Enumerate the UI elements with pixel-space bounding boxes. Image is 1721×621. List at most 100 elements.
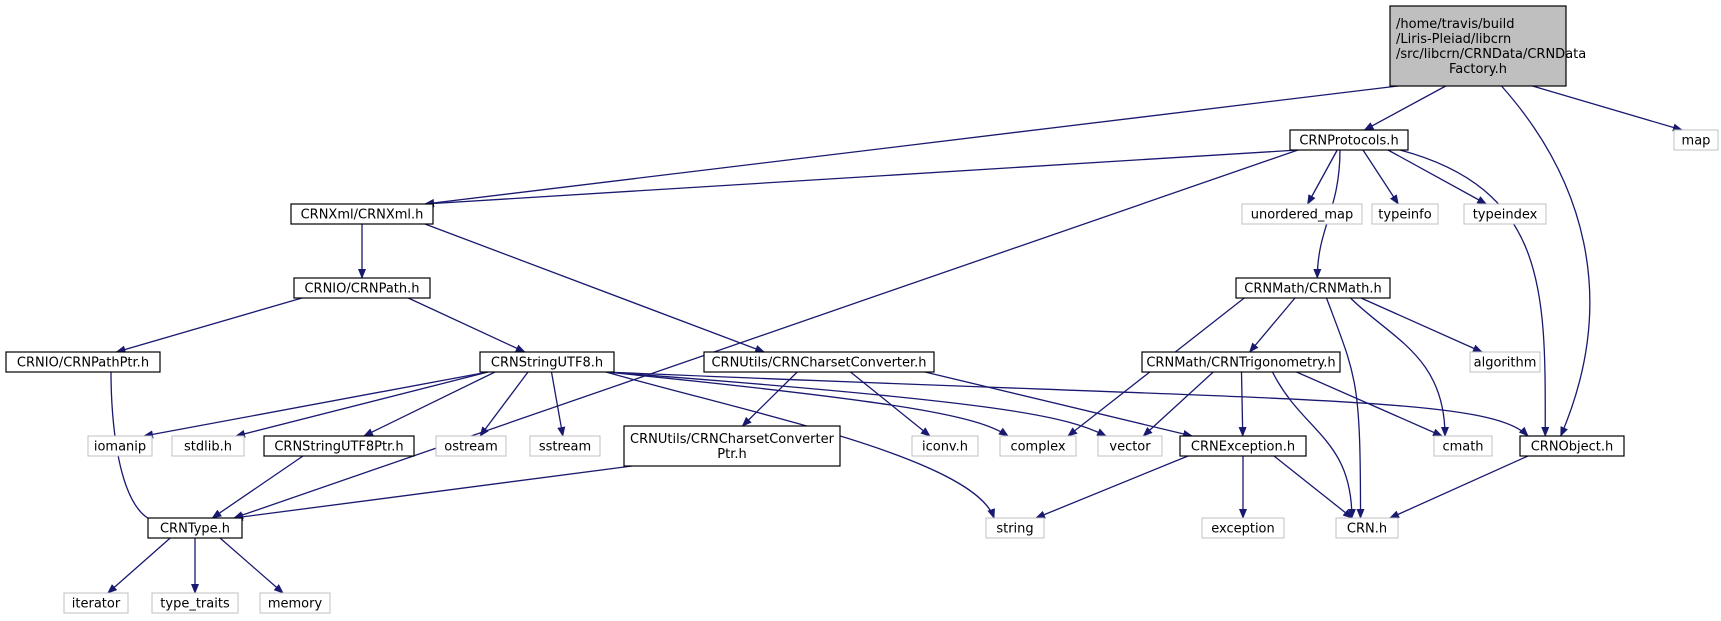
edge-utf8-to-sstream: [550, 371, 566, 437]
node-box: [1519, 435, 1625, 457]
node-label: exception: [1211, 522, 1275, 537]
edge-utf8-to-vector: [605, 371, 1107, 437]
node-exception-h[interactable]: CRNException.h: [1179, 435, 1307, 457]
node-label: CRNStringUTF8.h: [491, 356, 603, 371]
node-label: /Liris-Pleiad/libcrn: [1396, 32, 1511, 47]
node-stdlib: stdlib.h: [171, 435, 245, 457]
edge-protocols-to-type: [233, 149, 1299, 519]
edge-root-to-object: [1501, 85, 1591, 437]
node-box: [1141, 351, 1341, 373]
edge-charsetptr-to-type: [233, 465, 633, 521]
node-type[interactable]: CRNType.h: [147, 517, 243, 539]
node-box: [623, 425, 841, 467]
node-xml[interactable]: CRNXml/CRNXml.h: [290, 203, 434, 225]
node-box: [1389, 5, 1567, 87]
edge-type-to-iterator: [107, 537, 171, 594]
node-label: CRNUtils/CRNCharsetConverter: [630, 432, 835, 447]
node-pathptr[interactable]: CRNIO/CRNPathPtr.h: [5, 351, 161, 373]
node-label: memory: [268, 597, 323, 612]
node-label: iomanip: [94, 440, 146, 455]
node-utf8ptr[interactable]: CRNStringUTF8Ptr.h: [263, 435, 415, 457]
node-label: iterator: [72, 597, 121, 612]
edge-trigo-to-crn: [1271, 371, 1356, 519]
node-box: [151, 592, 239, 614]
edge-utf8-to-complex: [605, 371, 1009, 437]
node-label: algorithm: [1474, 356, 1537, 371]
node-label: /home/travis/build: [1396, 17, 1514, 32]
node-label: CRNXml/CRNXml.h: [301, 208, 424, 223]
node-math[interactable]: CRNMath/CRNMath.h: [1235, 277, 1391, 299]
node-label: iconv.h: [922, 440, 968, 455]
node-label: CRNType.h: [160, 522, 230, 537]
node-box: [479, 351, 615, 373]
node-typeindex: typeindex: [1463, 203, 1547, 225]
edge-protocols-to-object: [1399, 149, 1550, 437]
node-root[interactable]: /home/travis/build/Liris-Pleiad/libcrn/s…: [1389, 5, 1586, 87]
edge-exception_h-to-crn: [1273, 455, 1353, 519]
node-label: type_traits: [160, 597, 230, 612]
node-box: [911, 435, 979, 457]
edge-utf8-to-utf8ptr: [363, 371, 496, 437]
node-object[interactable]: CRNObject.h: [1519, 435, 1625, 457]
node-box: [1097, 435, 1163, 457]
node-box: [529, 435, 601, 457]
node-complex: complex: [999, 435, 1077, 457]
node-memory: memory: [259, 592, 331, 614]
edge-root-to-xml: [424, 85, 1399, 207]
node-string: string: [985, 517, 1045, 539]
edge-protocols-to-xml: [424, 149, 1299, 208]
edge-math-to-cmath: [1350, 297, 1449, 437]
node-crn: CRN.h: [1335, 517, 1399, 539]
edge-utf8ptr-to-type: [211, 455, 304, 519]
node-box: [1371, 203, 1439, 225]
nodes-layer: /home/travis/build/Liris-Pleiad/libcrn/s…: [5, 5, 1719, 614]
edge-path-to-pathptr: [115, 297, 303, 354]
edge-path-to-utf8: [407, 297, 526, 353]
node-utf8[interactable]: CRNStringUTF8.h: [479, 351, 615, 373]
node-label: map: [1682, 134, 1711, 149]
edge-trigo-to-cmath: [1296, 371, 1443, 437]
node-path[interactable]: CRNIO/CRNPath.h: [293, 277, 431, 299]
node-label: CRNIO/CRNPathPtr.h: [17, 356, 149, 371]
node-label: vector: [1109, 440, 1151, 455]
node-box: [1235, 277, 1391, 299]
node-box: [147, 517, 243, 539]
node-iomanip: iomanip: [87, 435, 153, 457]
node-iterator: iterator: [63, 592, 129, 614]
node-vector: vector: [1097, 435, 1163, 457]
edge-object-to-crn: [1389, 455, 1529, 519]
node-label: complex: [1010, 440, 1065, 455]
node-label: CRNIO/CRNPath.h: [304, 282, 419, 297]
node-label: ostream: [444, 440, 498, 455]
node-label: stdlib.h: [184, 440, 232, 455]
node-box: [1335, 517, 1399, 539]
edge-protocols-to-typeinfo: [1362, 149, 1399, 205]
node-box: [1673, 129, 1719, 151]
node-typeinfo: typeinfo: [1371, 203, 1439, 225]
node-box: [1463, 203, 1547, 225]
edge-protocols-to-unordered_map: [1307, 149, 1338, 205]
node-box: [259, 592, 331, 614]
edge-type-to-memory: [219, 537, 284, 594]
node-cmath: cmath: [1433, 435, 1493, 457]
node-label: CRNStringUTF8Ptr.h: [274, 440, 403, 455]
node-label: CRN.h: [1347, 522, 1387, 537]
edge-trigo-to-vector: [1142, 371, 1214, 437]
edge-trigo-to-exception_h: [1238, 371, 1247, 437]
node-label: CRNObject.h: [1531, 440, 1614, 455]
node-box: [999, 435, 1077, 457]
node-label: cmath: [1442, 440, 1483, 455]
node-box: [87, 435, 153, 457]
edge-utf8-to-stdlib: [235, 371, 489, 438]
node-protocols[interactable]: CRNProtocols.h: [1289, 129, 1409, 151]
node-label: CRNException.h: [1191, 440, 1295, 455]
node-label: typeindex: [1473, 208, 1538, 223]
node-ostream: ostream: [435, 435, 507, 457]
node-box: [1201, 517, 1285, 539]
node-trigo[interactable]: CRNMath/CRNTrigonometry.h: [1141, 351, 1341, 373]
edge-math-to-trigo: [1248, 297, 1296, 353]
node-charset[interactable]: CRNUtils/CRNCharsetConverter.h: [703, 351, 935, 373]
node-label: CRNProtocols.h: [1299, 134, 1398, 149]
edge-utf8-to-object: [605, 371, 1529, 437]
